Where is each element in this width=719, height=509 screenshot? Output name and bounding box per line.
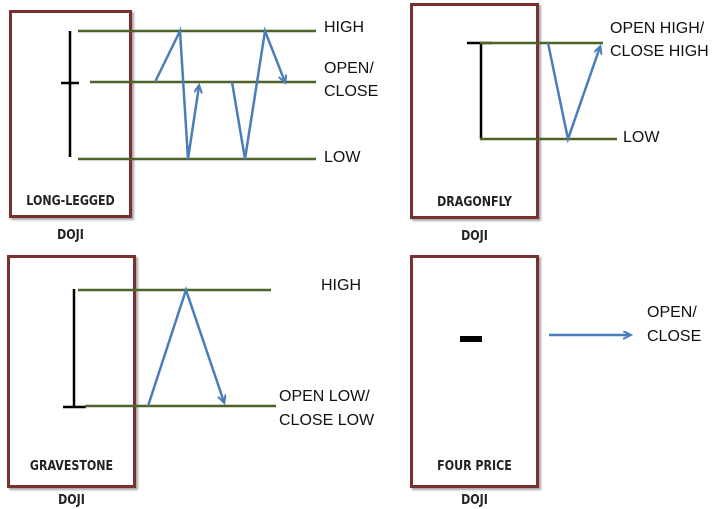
ll-open-close-label-line2: CLOSE bbox=[324, 83, 379, 100]
ll-low-label: LOW bbox=[324, 149, 361, 166]
ll-high-label: HIGH bbox=[324, 19, 364, 36]
four-price-doji-panel: FOUR PRICE DOJI bbox=[410, 255, 539, 508]
dragonfly-doji-panel: DRAGONFLY DOJI bbox=[410, 3, 539, 244]
dragonfly-candle bbox=[467, 41, 492, 139]
long-legged-candle bbox=[61, 31, 79, 157]
df-low-label: LOW bbox=[623, 129, 660, 146]
dragonfly-price-path bbox=[546, 42, 600, 144]
long-legged-doji-title: LONG-LEGGED DOJI bbox=[26, 194, 115, 243]
df-open-high-label-line2: CLOSE HIGH bbox=[610, 43, 709, 60]
gravestone-price-path bbox=[146, 286, 224, 407]
df-open-high-label-line1: OPEN HIGH/ bbox=[610, 20, 705, 37]
dragonfly-level-lines bbox=[480, 41, 617, 141]
gravestone-level-lines bbox=[78, 288, 276, 408]
fp-open-close-label-line1: OPEN/ bbox=[647, 304, 697, 321]
four-price-candle bbox=[460, 336, 482, 342]
doji-diagram bbox=[61, 26, 719, 409]
long-legged-price-path bbox=[153, 26, 285, 160]
gs-open-low-label-line2: CLOSE LOW bbox=[279, 412, 375, 429]
fp-open-close-label-line2: CLOSE bbox=[647, 328, 702, 345]
gs-high-label: HIGH bbox=[321, 277, 361, 294]
dragonfly-doji-title: DRAGONFLY DOJI bbox=[437, 195, 512, 244]
gs-open-low-label-line1: OPEN LOW/ bbox=[279, 388, 370, 405]
gravestone-candle bbox=[63, 289, 86, 409]
ll-open-close-label-line1: OPEN/ bbox=[324, 60, 374, 77]
